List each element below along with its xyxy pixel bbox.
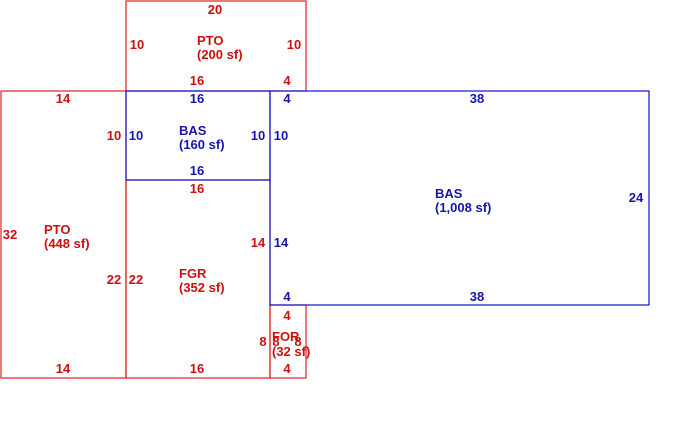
dim-bas-large-top: 38 <box>470 91 484 106</box>
dim-bas-large-bottom-small: 4 <box>283 289 291 304</box>
dim-for-left: 8 <box>259 334 266 349</box>
bas-large-outline <box>269 90 650 306</box>
dim-pto-left-top: 14 <box>56 91 71 106</box>
for-name: FOR <box>272 329 300 344</box>
dim-pto-top-right: 10 <box>287 37 301 52</box>
dim-for-mid-b: 8 <box>294 334 301 349</box>
dim-bas-small-top: 16 <box>190 91 204 106</box>
bas-small-name: BAS <box>179 123 207 138</box>
fgr-name: FGR <box>179 266 207 281</box>
pto-top-name: PTO <box>197 33 224 48</box>
dim-bas-small-left: 10 <box>129 128 143 143</box>
dim-pto-top-bottom-small: 4 <box>283 73 291 88</box>
bas-small-outline <box>125 90 271 181</box>
dim-pto-left-left: 32 <box>3 227 17 242</box>
bas-large-area: (1,008 sf) <box>435 200 491 215</box>
dim-for-mid-a: 8 <box>272 334 279 349</box>
dim-pto-top-bottom: 16 <box>190 73 204 88</box>
dim-bas-large-bottom: 38 <box>470 289 484 304</box>
dim-fgr-left: 22 <box>129 272 143 287</box>
pto-left-name: PTO <box>44 222 71 237</box>
dim-bas-large-top-small: 4 <box>283 91 291 106</box>
dim-bas-small-right-blue: 10 <box>274 128 288 143</box>
dim-pto-left-bottom: 14 <box>56 361 71 376</box>
bas-small-area: (160 sf) <box>179 137 225 152</box>
dim-bas-small-bottom: 16 <box>190 163 204 178</box>
bas-large-name: BAS <box>435 186 463 201</box>
dim-pto-top-top: 20 <box>208 2 222 17</box>
dim-for-bottom: 4 <box>283 361 291 376</box>
pto-top-area: (200 sf) <box>197 47 243 62</box>
dim-fgr-bottom: 16 <box>190 361 204 376</box>
dim-fgr-right-red: 14 <box>251 235 266 250</box>
dim-fgr-top: 16 <box>190 181 204 196</box>
dim-pto-left-right-lower: 22 <box>107 272 121 287</box>
dim-pto-left-right-upper: 10 <box>107 128 121 143</box>
dim-for-top: 4 <box>283 308 291 323</box>
dim-fgr-right-blue: 14 <box>274 235 289 250</box>
for-area: (32 sf) <box>272 344 310 359</box>
dim-pto-top-left: 10 <box>130 37 144 52</box>
fgr-area: (352 sf) <box>179 280 225 295</box>
dim-bas-small-right-red: 10 <box>251 128 265 143</box>
pto-left-area: (448 sf) <box>44 236 90 251</box>
dim-bas-large-right: 24 <box>629 190 644 205</box>
